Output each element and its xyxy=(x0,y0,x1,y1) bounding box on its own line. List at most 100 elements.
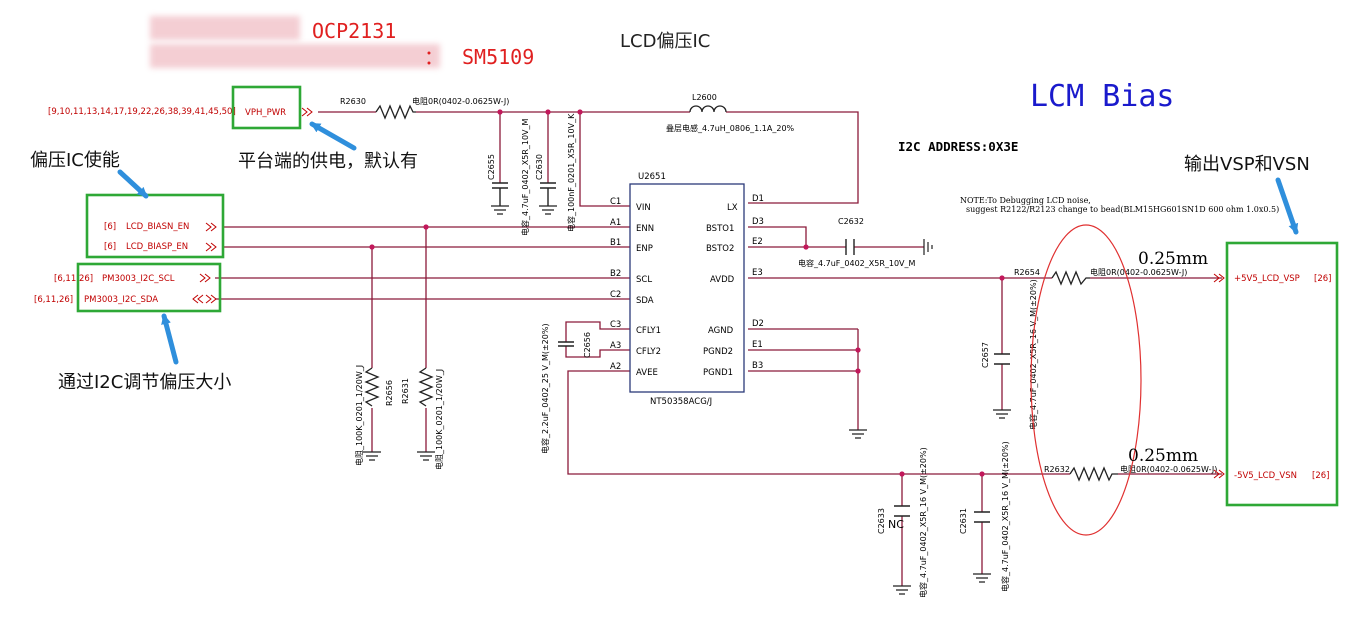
c2633-value: 电容_4.7uF_0402_X5R_16 V_M(±20%) xyxy=(918,447,928,598)
c2630-ref: C2630 xyxy=(535,154,544,180)
capacitors xyxy=(492,182,1010,523)
lcm-bias-title: LCM Bias xyxy=(1030,79,1175,114)
output-annotation: 输出VSP和VSN xyxy=(1184,154,1310,175)
biasn-label: LCD_BIASN_EN xyxy=(126,222,189,232)
biasn-refs: [6] xyxy=(104,222,116,232)
resistor-r2654-symbol xyxy=(1051,270,1090,286)
sda-label: PM3003_I2C_SDA xyxy=(84,295,158,305)
c2632-ref: C2632 xyxy=(838,217,864,226)
trace-width-ellipse xyxy=(1030,224,1142,536)
annotation-arrows xyxy=(117,121,1299,365)
r2654-ref: R2654 xyxy=(1014,268,1040,277)
i2c-address-text: I2C ADDRESS:0X3E xyxy=(898,139,1018,154)
vph-pwr-label: VPH_PWR xyxy=(245,108,286,118)
pin-name: LX xyxy=(727,203,738,213)
pin-num: C2 xyxy=(610,290,621,300)
resistor-r2656-symbol xyxy=(364,367,380,407)
pin-num: D3 xyxy=(752,217,764,227)
pin-num: B1 xyxy=(610,238,621,248)
pin-name: AVEE xyxy=(636,368,658,378)
biasp-refs: [6] xyxy=(104,242,116,252)
l2600-value: 叠层电感_4.7uH_0806_1.1A_20% xyxy=(666,123,795,133)
i2c-adjust-annotation: 通过I2C调节偏压大小 xyxy=(58,372,231,393)
trace-width-vsn: 0.25mm xyxy=(1128,446,1198,466)
c2630-value: 电容_100nF_0201_X5R_10V_K xyxy=(566,113,576,232)
r2656-ref: R2656 xyxy=(385,380,394,406)
component-labels: R2630 电阻0R(0402-0.0625W-J) L2600 叠层电感_4.… xyxy=(340,93,1217,598)
trace-width-vsp: 0.25mm xyxy=(1138,249,1208,269)
pin-num: C3 xyxy=(610,320,621,330)
note-line-2: suggest R2122/R2123 change to bead(BLM15… xyxy=(966,205,1279,214)
c2655-ref: C2655 xyxy=(487,154,496,180)
pin-num: D1 xyxy=(752,194,764,204)
inductor-l2600-symbol xyxy=(689,105,727,113)
enable-box xyxy=(85,193,225,259)
c2657-value: 电容_4.7uF_0402_X5R_16 V_M(±20%) xyxy=(1028,279,1038,430)
r2632-ref: R2632 xyxy=(1044,465,1070,474)
arrow-i2c-adjust xyxy=(161,313,179,365)
r2631-value: 电阻_100K_0201_1/20W_J xyxy=(434,369,444,470)
pin-name: AVDD xyxy=(710,275,735,285)
c2656-ref: C2656 xyxy=(583,332,592,358)
scl-label: PM3003_I2C_SCL xyxy=(102,274,175,284)
scl-refs: [6,11,26] xyxy=(54,274,93,284)
biasp-label: LCD_BIASP_EN xyxy=(126,242,188,252)
pin-num: A2 xyxy=(610,362,621,372)
pin-name: SDA xyxy=(636,296,654,306)
resistor-r2632-symbol xyxy=(1069,466,1118,482)
vph-pwr-arrow xyxy=(301,107,313,117)
r2656-value: 电阻_100K_0201_1/20W_J xyxy=(354,365,364,466)
c2633-nc: NC xyxy=(888,518,904,531)
r2630-ref: R2630 xyxy=(340,97,366,106)
c2631-ref: C2631 xyxy=(959,508,968,534)
pin-name: ENN xyxy=(636,224,654,234)
bias-enable-annotation: 偏压IC使能 xyxy=(30,150,120,171)
vsp-refs: [26] xyxy=(1314,274,1331,284)
lcd-ic-title: LCD偏压IC xyxy=(620,31,710,52)
junction-dots xyxy=(369,109,1005,477)
c2656-value: 电容_2.2uF_0402_25 V_M(±20%) xyxy=(540,323,550,454)
r2631-ref: R2631 xyxy=(401,378,410,404)
vsn-refs: [26] xyxy=(1312,471,1329,481)
redacted-text-1 xyxy=(150,16,300,40)
pin-name: AGND xyxy=(708,326,734,336)
ic-right-pins: D1 LX D3 BSTO1 E2 BSTO2 E3 AVDD D2 AGND … xyxy=(703,194,764,378)
output-box xyxy=(1225,241,1339,507)
pin-num: A1 xyxy=(610,218,621,228)
pin-num: B2 xyxy=(610,269,621,279)
c2657-ref: C2657 xyxy=(981,342,990,368)
vph-pwr-box xyxy=(231,85,302,130)
arrow-bias-enable xyxy=(117,169,149,199)
r2654-value: 电阻0R(0402-0.0625W-J) xyxy=(1090,267,1187,277)
ic-ref: U2651 xyxy=(638,172,666,182)
arrow-output xyxy=(1275,177,1299,235)
pin-name: CFLY2 xyxy=(636,347,661,357)
vsn-label: -5V5_LCD_VSN xyxy=(1234,471,1297,481)
ground-symbols xyxy=(363,205,1011,595)
ocp-part-text: OCP2131 xyxy=(312,19,396,43)
pin-num: B3 xyxy=(752,361,763,371)
pin-name: BSTO1 xyxy=(706,224,734,234)
sm-colon-text: ： xyxy=(424,45,444,69)
i2c-box xyxy=(76,262,222,313)
vph-pwr-refs: [9,10,11,13,14,17,19,22,26,38,39,41,45,5… xyxy=(48,107,236,117)
ports: [9,10,11,13,14,17,19,22,26,38,39,41,45,5… xyxy=(34,107,1331,481)
c2632-value: 电容_4.7uF_0402_X5R_10V_M xyxy=(798,258,916,268)
platform-power-annotation: 平台端的供电，默认有 xyxy=(238,151,418,172)
pin-name: CFLY1 xyxy=(636,326,661,336)
ic-left-pins: C1 VIN A1 ENN B1 ENP B2 SCL C2 SDA C3 CF… xyxy=(610,197,661,378)
sda-refs: [6,11,26] xyxy=(34,295,73,305)
r2632-value: 电阻0R(0402-0.0625W-J) xyxy=(1120,464,1217,474)
l2600-ref: L2600 xyxy=(692,93,717,102)
pin-name: BSTO2 xyxy=(706,244,734,254)
ic-u2651-body xyxy=(629,183,745,393)
pin-num: A3 xyxy=(610,341,621,351)
pin-name: ENP xyxy=(636,244,653,254)
c2655-value: 电容_4.7uF_0402_X5R_10V_M xyxy=(520,118,530,236)
note-line-1: NOTE:To Debugging LCD noise, xyxy=(960,196,1091,205)
r2630-value: 电阻0R(0402-0.0625W-J) xyxy=(412,96,509,106)
pin-num: C1 xyxy=(610,197,621,207)
arrow-platform-power xyxy=(309,121,357,151)
c2633-ref: C2633 xyxy=(877,508,886,534)
